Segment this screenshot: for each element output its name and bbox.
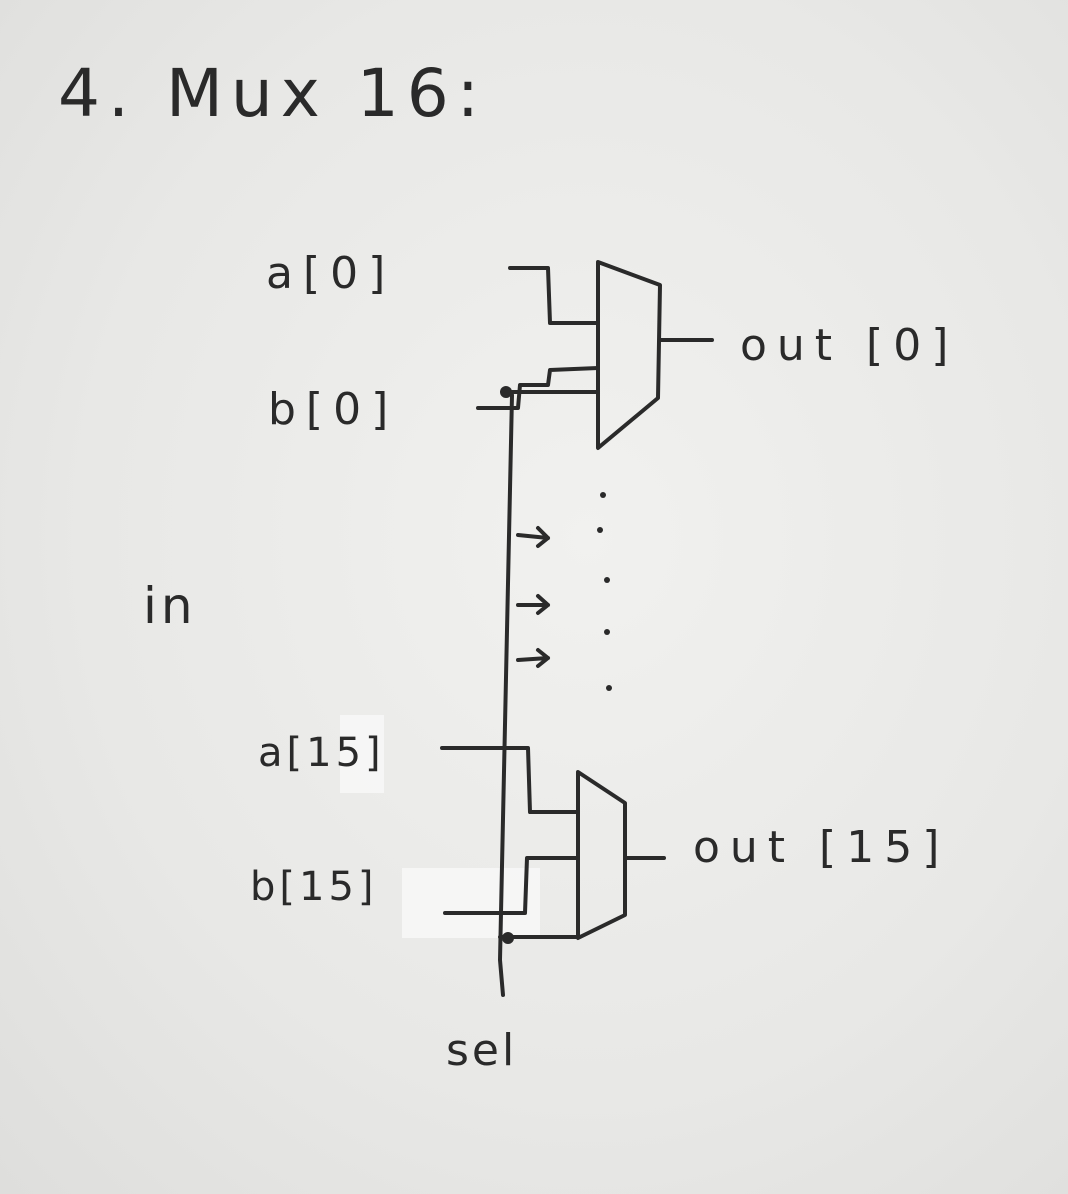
junction-dot-sel (502, 932, 514, 944)
ellipsis-dot-2 (597, 527, 603, 533)
arrow-mark-3 (516, 648, 550, 668)
junction-dot-b0 (500, 386, 512, 398)
sel-bus-line (498, 393, 514, 997)
label-a15: a[15] (258, 730, 385, 776)
wire-b15 (443, 856, 580, 915)
label-in: in (143, 577, 197, 635)
mux-15-body (576, 770, 627, 940)
mux-0-body (596, 260, 662, 450)
ellipsis-dot-4 (604, 629, 610, 635)
wire-a0 (508, 266, 600, 325)
label-a0: a[0] (266, 248, 396, 299)
ellipsis-dot-5 (606, 685, 612, 691)
page-title: 4. Mux 16: (58, 55, 487, 132)
ellipsis-dot-1 (600, 492, 606, 498)
wire-a15 (440, 746, 580, 814)
label-sel: sel (446, 1025, 518, 1076)
label-b0: b[0] (268, 384, 399, 435)
ellipsis-dot-3 (604, 577, 610, 583)
arrow-mark-2 (516, 594, 550, 615)
correction-tape-a15 (340, 715, 384, 793)
label-out15: out [15] (693, 822, 950, 873)
correction-tape-b15 (402, 868, 540, 938)
arrow-mark-1 (516, 526, 550, 548)
label-out0: out [0] (740, 320, 959, 371)
wire-b0 (476, 366, 600, 410)
label-b15: b[15] (250, 864, 378, 910)
